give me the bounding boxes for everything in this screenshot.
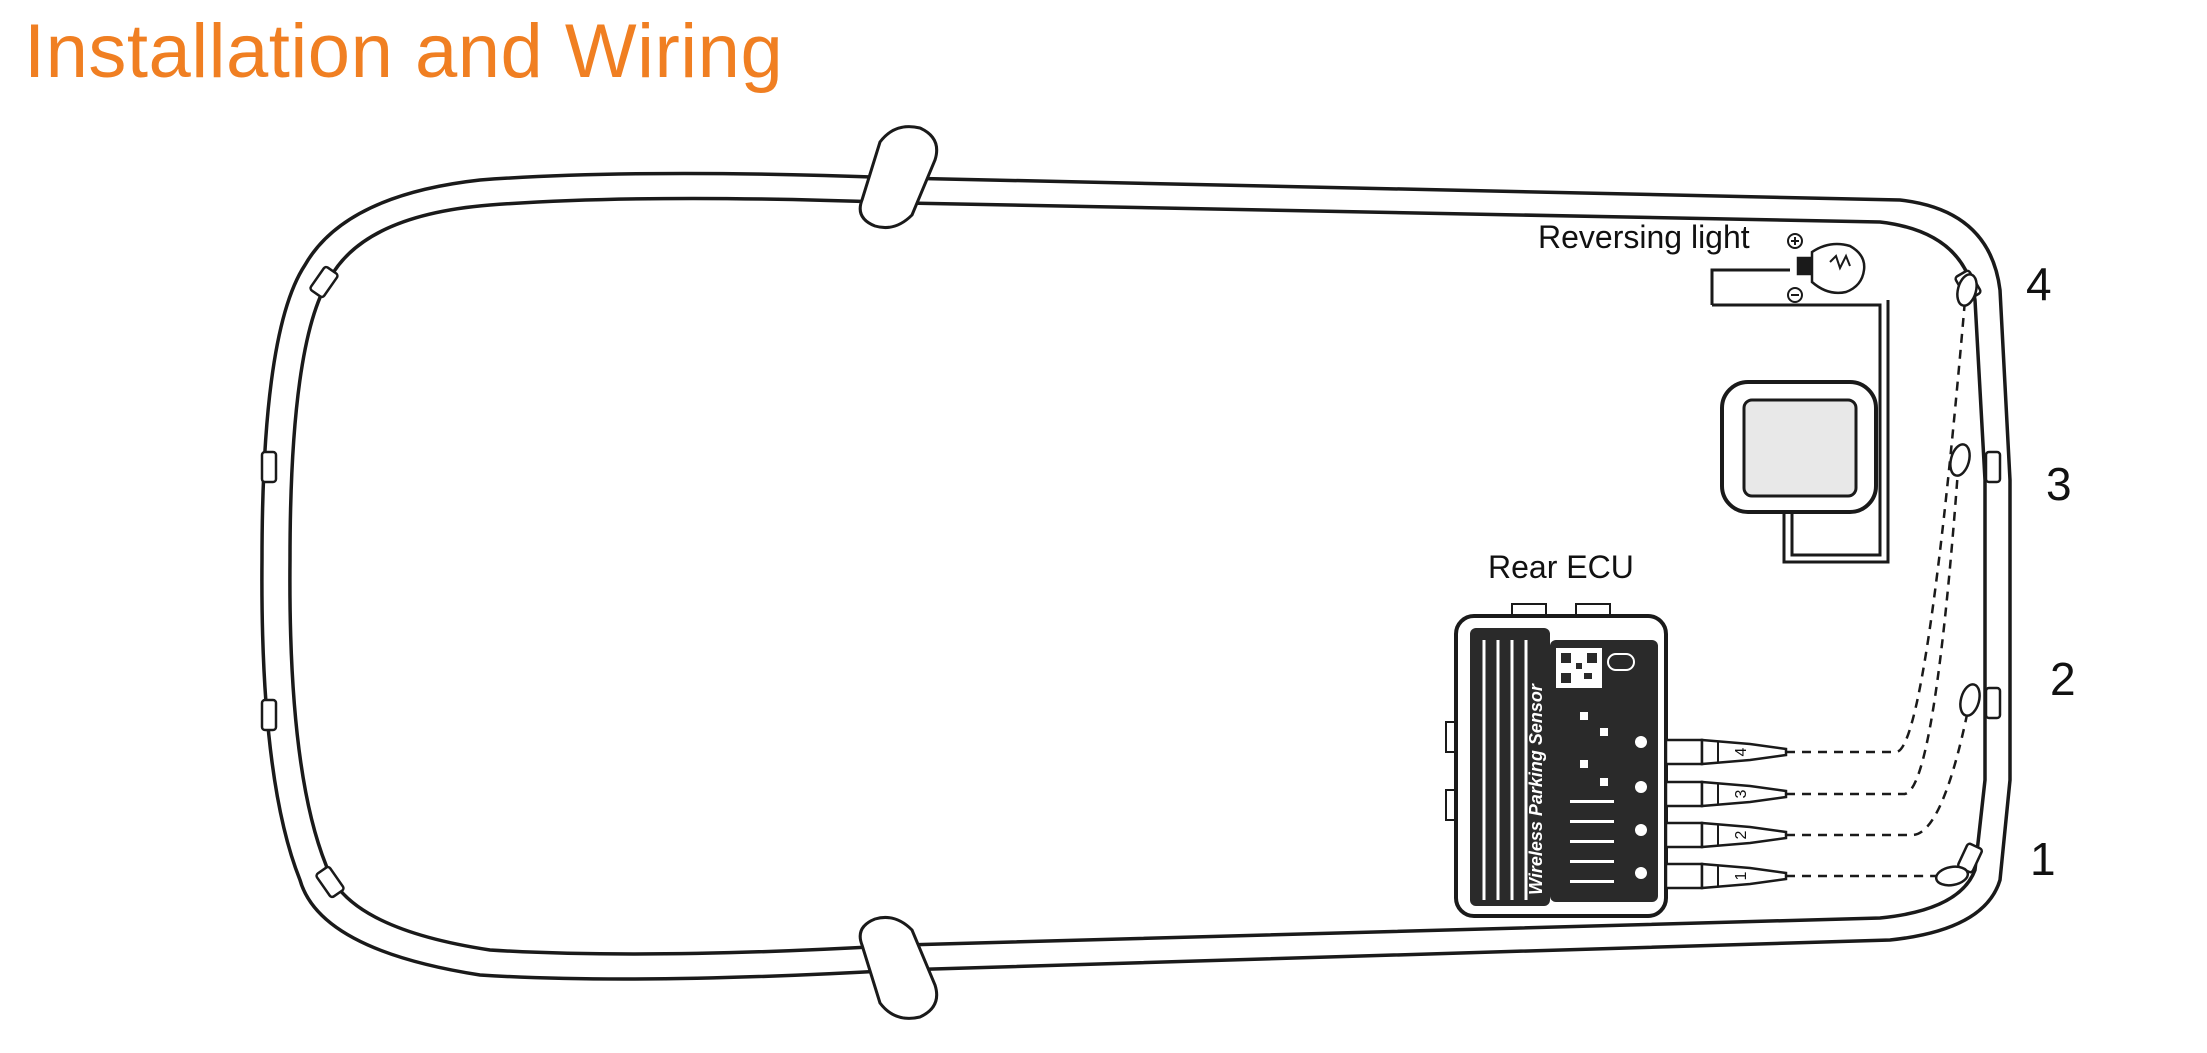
qr-code-icon <box>1556 648 1602 688</box>
connector-plug-1 <box>1664 862 1704 890</box>
car-outline <box>260 171 2012 981</box>
sensor-2-wiring: 22 <box>1664 653 2076 849</box>
sensor-4-wiring: 44 <box>1664 258 2052 766</box>
rear-ecu-label: Rear ECU <box>1488 549 1634 585</box>
connector-plug-2 <box>1664 821 1704 849</box>
ecu-product-text: Wireless Parking Sensor <box>1526 683 1546 895</box>
connector-plug-4 <box>1664 738 1704 766</box>
power-transmitter-module <box>1720 380 1878 514</box>
connector-body-3 <box>1700 780 1788 808</box>
sensor-number-2: 2 <box>2050 653 2076 705</box>
connector-body-1 <box>1700 862 1788 890</box>
connector-body-2 <box>1700 821 1788 849</box>
plug-label-1: 1 <box>1733 871 1750 880</box>
ground-symbol-icon <box>1787 287 1803 303</box>
sensor-number-4: 4 <box>2026 258 2052 310</box>
rear-ecu-module: Wireless Parking Sensor <box>1445 603 1668 918</box>
sensor-2-probe <box>1959 683 1981 717</box>
power-symbol-icon <box>1787 233 1803 249</box>
page-title: Installation and Wiring <box>24 9 784 94</box>
bulb-icon <box>1796 242 1866 295</box>
connector-body-4 <box>1700 738 1788 766</box>
sensor-3-cable <box>1786 459 1969 796</box>
side-mirrors <box>858 125 939 1020</box>
plug-label-2: 2 <box>1733 830 1750 839</box>
sensor-4-cable <box>1786 289 1976 754</box>
plug-label-4: 4 <box>1733 747 1750 756</box>
plug-label-3: 3 <box>1733 789 1750 798</box>
sensor-2-cable <box>1786 699 1979 837</box>
sensor-1-probe <box>1934 865 1970 887</box>
reversing-light-label: Reversing light <box>1538 219 1750 255</box>
sensor-3-wiring: 33 <box>1664 443 2072 808</box>
connector-plug-3 <box>1664 780 1704 808</box>
sensor-3-probe <box>1949 443 1971 477</box>
sensor-number-1: 1 <box>2030 833 2056 885</box>
sensor-number-3: 3 <box>2046 458 2072 510</box>
sensor-4-probe <box>1956 273 1978 307</box>
reversing-light-wiring <box>1710 268 1890 564</box>
